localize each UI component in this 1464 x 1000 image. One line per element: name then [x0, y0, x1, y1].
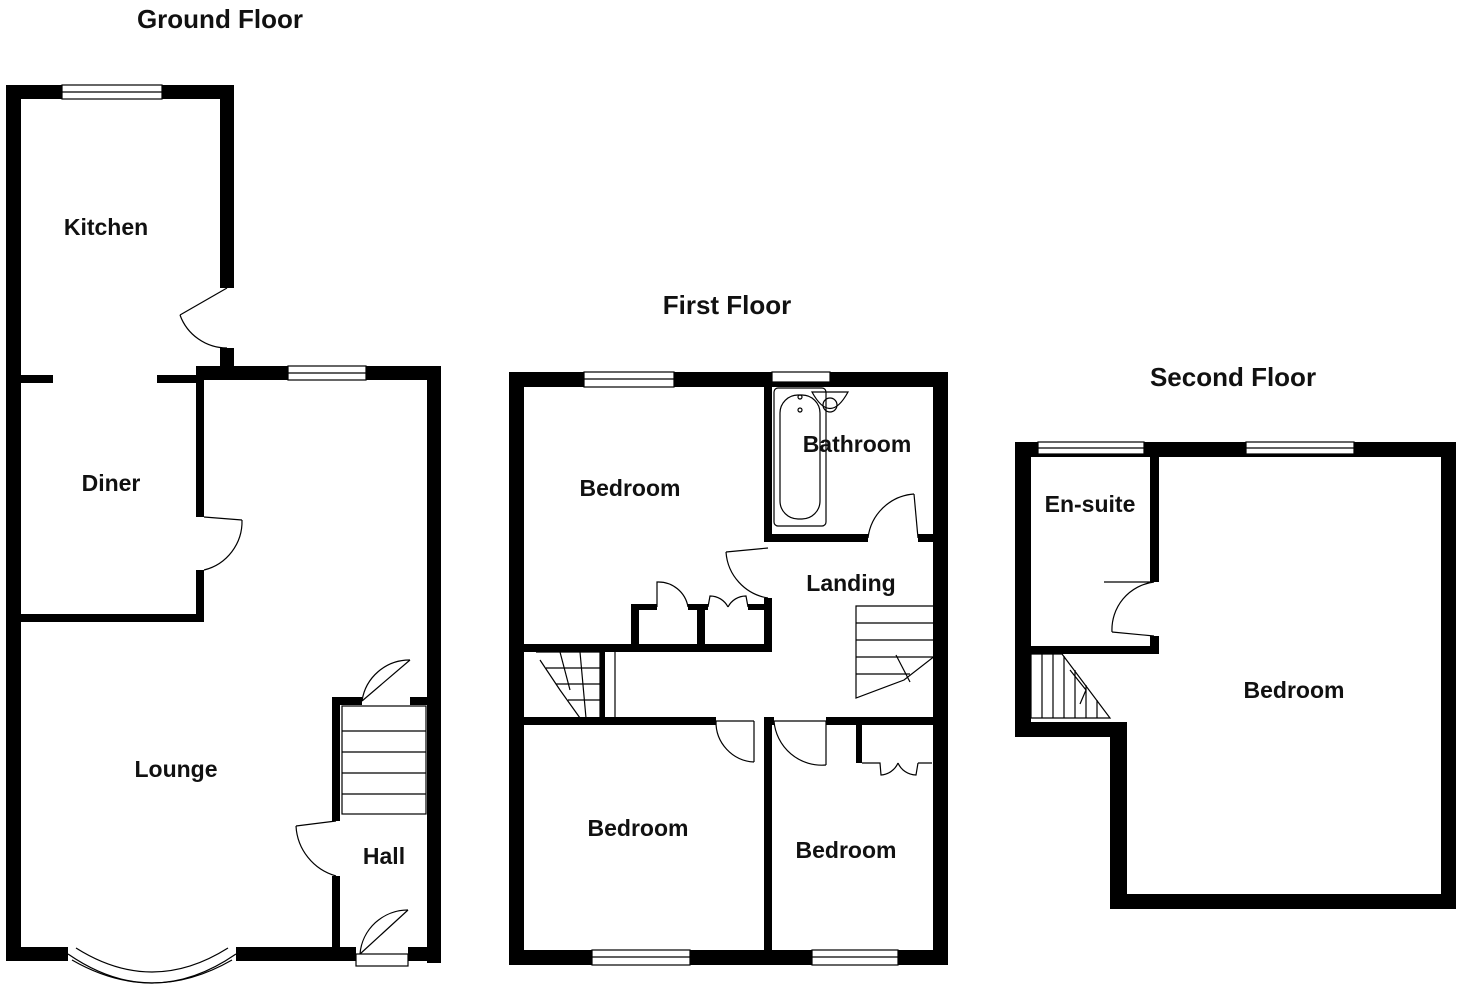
second-floor-windows — [1037, 441, 1355, 455]
ground-floor-windows — [61, 84, 367, 984]
second-floor: Second Floor — [1015, 362, 1456, 909]
second-floor-doors — [1104, 581, 1155, 637]
room-label-bedroom-2: Bedroom — [588, 815, 689, 841]
ground-floor-stairs — [341, 705, 427, 815]
room-label-diner: Diner — [82, 470, 141, 496]
ground-floor-title: Ground Floor — [137, 4, 303, 34]
first-floor-title: First Floor — [663, 290, 792, 320]
first-floor: First Floor — [509, 290, 948, 966]
first-floor-windows — [583, 371, 899, 966]
room-label-second-bedroom: Bedroom — [1244, 677, 1345, 703]
room-label-landing: Landing — [806, 570, 895, 596]
second-floor-stairs — [1030, 653, 1112, 719]
ground-floor-walls — [6, 85, 441, 963]
first-floor-doors — [656, 493, 932, 776]
room-label-lounge: Lounge — [134, 756, 217, 782]
room-label-bathroom: Bathroom — [803, 431, 912, 457]
room-label-hall: Hall — [363, 843, 405, 869]
ground-floor-doors — [179, 287, 411, 967]
ground-floor: Ground Floor — [6, 4, 441, 984]
first-floor-fixtures — [773, 387, 850, 527]
room-label-ensuite: En-suite — [1045, 491, 1136, 517]
room-label-bedroom-1: Bedroom — [580, 475, 681, 501]
room-label-bedroom-3: Bedroom — [796, 837, 897, 863]
first-floor-stairs — [536, 605, 941, 719]
room-label-kitchen: Kitchen — [64, 214, 148, 240]
second-floor-title: Second Floor — [1150, 362, 1316, 392]
